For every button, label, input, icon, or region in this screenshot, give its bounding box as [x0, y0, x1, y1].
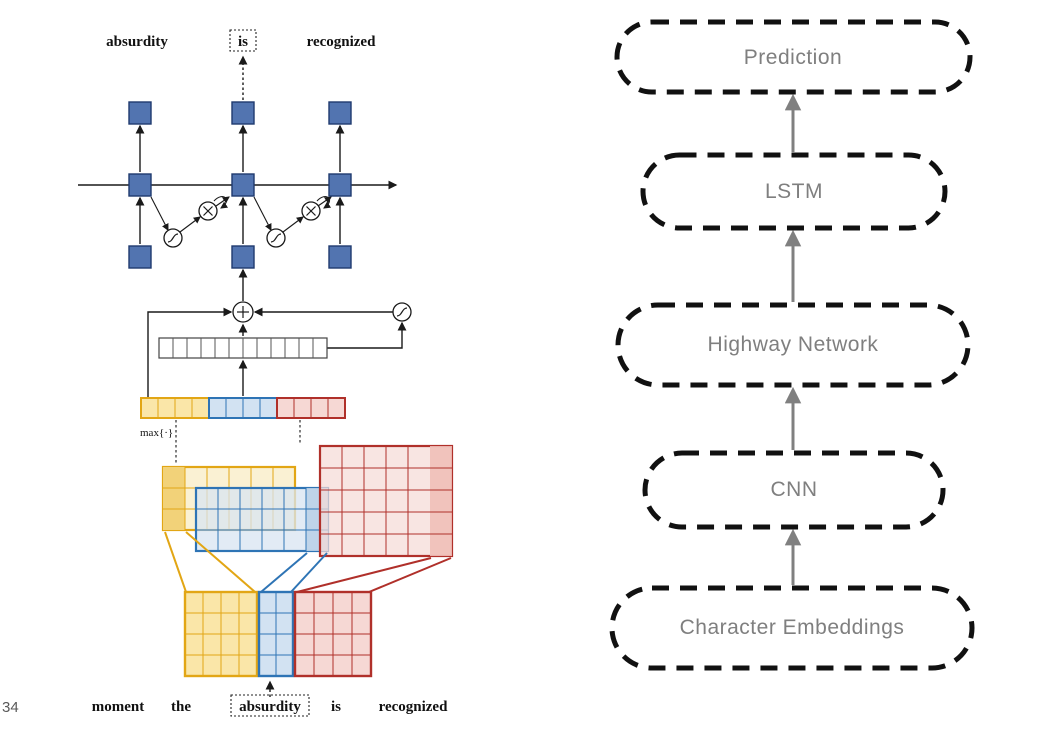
- lstm-cell: [128, 245, 152, 269]
- top-word-is: is: [238, 34, 248, 50]
- bottom-word-the: the: [171, 699, 191, 715]
- top-words: absurdity is recognized: [106, 29, 377, 100]
- flow-box-label: Highway Network: [708, 333, 879, 356]
- max-pool-label: max{·}: [140, 427, 173, 439]
- lstm-cell: [231, 173, 255, 197]
- page-number: 34: [2, 699, 19, 716]
- grid-lines: [295, 592, 371, 676]
- lstm-layer: [78, 101, 398, 269]
- carry-path: [147, 307, 233, 397]
- char-matrix-red: [293, 590, 373, 678]
- grid-lines: [172, 338, 314, 358]
- transform-gate-input: [327, 321, 407, 349]
- character-embedding-matrices: [183, 590, 373, 697]
- lstm-cell: [328, 245, 352, 269]
- predicted-word-box: [229, 29, 257, 52]
- lstm-gates-1: [150, 196, 230, 248]
- cnn-feature-maps: [161, 444, 454, 558]
- bottom-word-absurdity: absurdity: [239, 699, 301, 715]
- top-word-recognized: recognized: [307, 34, 377, 50]
- lstm-cells: [128, 101, 352, 269]
- lstm-cell: [328, 101, 352, 125]
- lstm-cell: [128, 173, 152, 197]
- lstm-cell: [328, 173, 352, 197]
- char-cnn-lm-figure: absurdity is recognized: [2, 29, 454, 717]
- grid-lines: [320, 446, 452, 556]
- flow-box-label: Prediction: [744, 46, 842, 69]
- flow-box-prediction: Prediction: [614, 19, 973, 95]
- model-pipeline-flow: Prediction LSTM Highway Network CNN Char…: [609, 19, 975, 671]
- feature-map-red: [318, 444, 454, 558]
- flow-box-label: LSTM: [765, 180, 823, 203]
- flow-box-cnn: CNN: [642, 450, 946, 530]
- highway-output-vector: [158, 337, 328, 359]
- bottom-word-recognized: recognized: [379, 699, 449, 715]
- lstm-gates-2: [253, 196, 332, 248]
- top-word-absurdity: absurdity: [106, 34, 168, 50]
- grid-lines: [185, 592, 257, 676]
- highway-layer: [147, 268, 412, 397]
- flow-box-character-embeddings: Character Embeddings: [609, 585, 975, 671]
- current-word-box: [230, 694, 310, 717]
- max-pool-vector: [140, 397, 346, 419]
- lstm-cell: [128, 101, 152, 125]
- flow-box-label: Character Embeddings: [680, 616, 905, 639]
- bottom-word-is: is: [331, 699, 341, 715]
- grid-lines: [259, 592, 293, 676]
- lstm-column-arrows: [135, 124, 345, 244]
- bottom-word-moment: moment: [92, 699, 145, 715]
- char-matrix-yellow: [183, 590, 259, 678]
- bottom-words: moment the absurdity is recognized: [92, 694, 449, 717]
- flow-box-label: CNN: [771, 478, 818, 501]
- lstm-cell: [231, 101, 255, 125]
- char-matrix-blue: [257, 590, 295, 678]
- feature-map-blue: [194, 486, 330, 553]
- grid-lines: [196, 488, 328, 551]
- max-pooling: max{·}: [140, 420, 301, 465]
- flow-box-lstm: LSTM: [640, 152, 948, 231]
- lstm-cell: [231, 245, 255, 269]
- flow-box-highway-network: Highway Network: [615, 302, 971, 388]
- convolution-funnels: [164, 531, 452, 593]
